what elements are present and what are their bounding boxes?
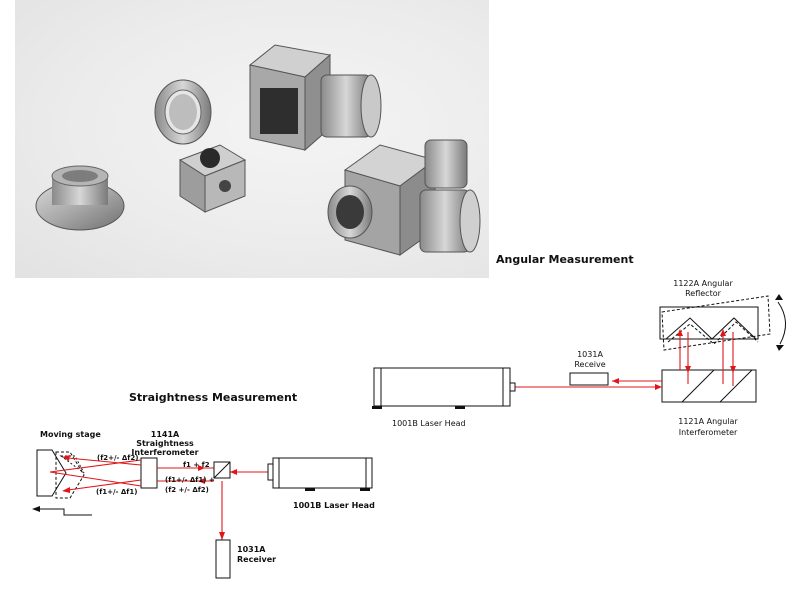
moving-stage-label: Moving stage: [40, 430, 101, 439]
angular-reflector-label-line2: Reflector: [685, 289, 722, 298]
formula-right-mid: (f1+/- Δf1) +: [165, 476, 215, 484]
formula-right-top: f1 + f2: [183, 461, 210, 469]
straightness-interferometer-label-line1: 1141A: [151, 430, 180, 439]
stage-movement-line: [40, 508, 92, 516]
straightness-beams: [49, 455, 268, 540]
stage-movement-arrow-icon: [32, 506, 40, 512]
straightness-receiver: [215, 539, 231, 579]
rotation-arrow-icon: [777, 301, 786, 345]
interferometer-cube-2: [327, 139, 481, 256]
product-photo: [15, 0, 489, 278]
angular-interferometer-label-line1: 1121A Angular: [678, 417, 738, 426]
angular-reflector: [659, 295, 771, 351]
formula-upper-left: (f2+/- Δf2): [97, 454, 138, 462]
beam-splitter: [213, 461, 231, 479]
angular-beams: [515, 329, 736, 390]
angular-laser-head: [372, 367, 516, 409]
interferometer-cube-1: [248, 44, 382, 152]
angular-interferometer-label-line2: Interferometer: [679, 428, 738, 437]
mount-ring-1: [154, 79, 212, 145]
angular-laser-label: 1001B Laser Head: [392, 419, 466, 428]
angular-receiver-label-line2: Receive: [574, 360, 605, 369]
angular-receiver: [569, 372, 609, 386]
straightness-laser-head: [267, 457, 373, 491]
formula-right-bottom: (f2 +/- Δf2): [165, 486, 209, 494]
rotation-arrow-head-bottom-icon: [776, 345, 784, 351]
angular-title: Angular Measurement: [496, 253, 634, 266]
angular-reflector-label-line1: 1122A Angular: [673, 279, 733, 288]
angular-receiver-label-line1: 1031A: [577, 350, 603, 359]
straightness-receiver-label-line2: Receiver: [237, 555, 276, 564]
moving-stage-reflector: [36, 449, 85, 499]
straightness-interferometer-label-line3: Interferometer: [131, 448, 198, 457]
straightness-title: Straightness Measurement: [129, 391, 297, 404]
straightness-interferometer: [140, 457, 158, 489]
straightness-interferometer-label-line2: Straightness: [136, 439, 194, 448]
straightness-laser-label: 1001B Laser Head: [293, 501, 375, 510]
product-photo-drawing: [35, 44, 481, 256]
straightness-receiver-label-line1: 1031A: [237, 545, 266, 554]
rotation-arrow-head-top-icon: [775, 294, 783, 300]
small-cube: [178, 144, 247, 213]
formula-lower-left: (f1+/- Δf1): [96, 488, 137, 496]
angular-interferometer: [661, 369, 757, 403]
mount-flange: [35, 165, 125, 231]
